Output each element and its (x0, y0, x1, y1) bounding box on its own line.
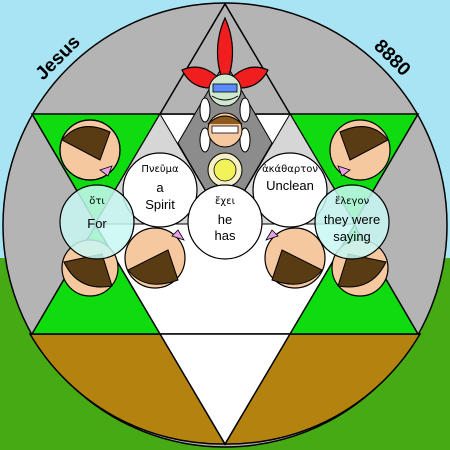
word-saying-english-2: saying (333, 229, 371, 244)
word-circle-has: ἔχει he has (187, 184, 263, 260)
word-has-english-2: has (215, 228, 236, 243)
face-medallion-upper-right (329, 119, 391, 181)
face-medallion-upper-left (59, 119, 121, 181)
word-spirit-english-1: a (156, 180, 164, 195)
face-middle (207, 112, 243, 148)
word-saying-english-1: they were (324, 212, 380, 227)
face-top (208, 73, 242, 107)
face-medallion-lower-left (124, 227, 186, 289)
word-for-english: For (87, 216, 107, 231)
bottom-white-wedge (158, 333, 292, 446)
word-spirit-english-2: Spirit (145, 197, 175, 212)
word-unclean-english: Unclean (266, 178, 314, 193)
word-has-greek: ἔχει (215, 195, 236, 207)
word-for-greek: ὅτι (89, 195, 105, 207)
word-spirit-greek: Πνεῦμα (141, 164, 179, 175)
word-circle-for: ὅτι For (59, 184, 135, 260)
word-circle-spirit: Πνεῦμα a Spirit (122, 152, 198, 228)
face-medallion-lower-right (264, 227, 326, 289)
word-circle-saying: ἔλεγον they were saying (314, 184, 390, 260)
word-has-english-1: he (218, 212, 232, 227)
word-saying-greek: ἔλεγον (335, 195, 370, 207)
face-lower (207, 152, 243, 188)
word-circle-unclean: ἀκάθαρτον Unclean (252, 152, 328, 228)
central-chain (199, 97, 251, 153)
word-unclean-greek: ἀκάθαρτον (262, 163, 318, 175)
